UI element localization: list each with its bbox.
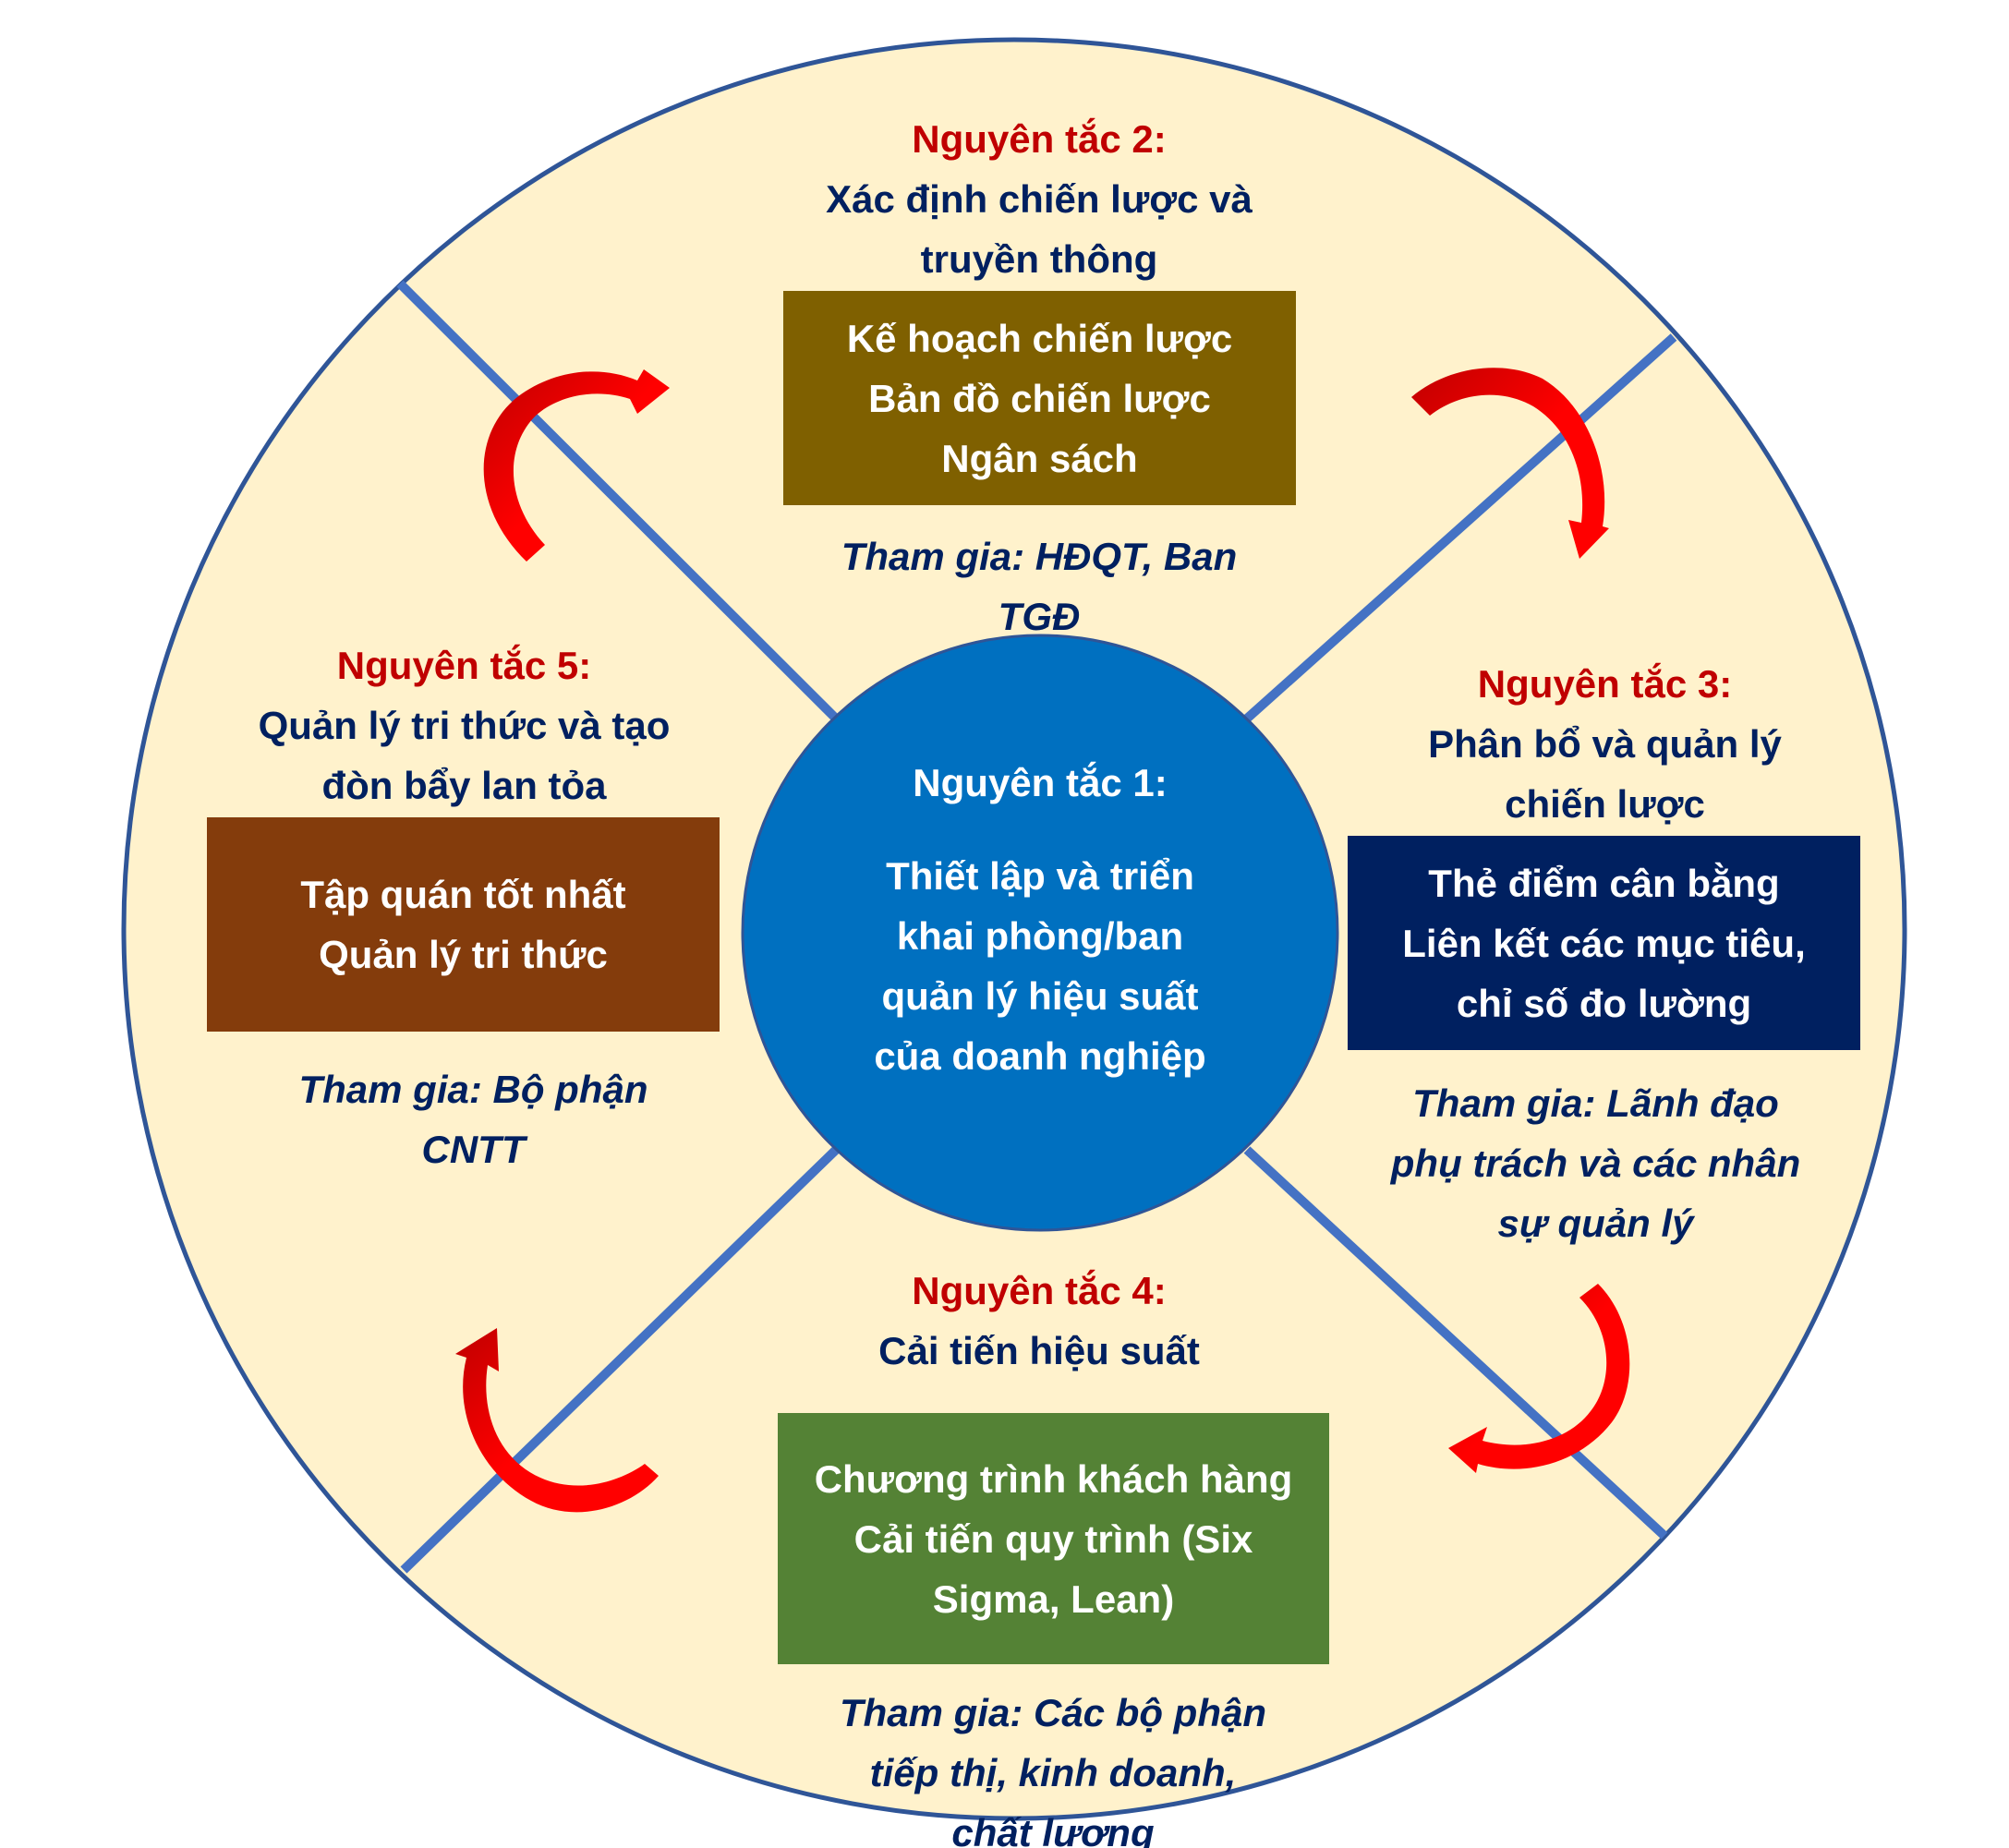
principle-5-box-line: Tập quán tốt nhất bbox=[300, 873, 626, 916]
principle-3-participants-line: Tham gia: Lãnh đạo bbox=[1412, 1081, 1779, 1125]
principle-1-line: khai phòng/ban bbox=[896, 914, 1184, 958]
principle-4-heading: Nguyên tắc 4: Cải tiến hiệu suất bbox=[767, 1261, 1312, 1381]
principle-4-title: Nguyên tắc 4: bbox=[912, 1269, 1167, 1312]
principle-4-box-line: Chương trình khách hàng bbox=[814, 1456, 1293, 1501]
curved-arrow-icon bbox=[1448, 1284, 1630, 1473]
principle-5-participants: Tham gia: Bộ phận CNTT bbox=[199, 1059, 748, 1179]
divider-top-right bbox=[1243, 333, 1677, 722]
principle-2-box-line: Ngân sách bbox=[941, 436, 1138, 480]
divider-bottom-right bbox=[1243, 1146, 1668, 1540]
curved-arrow-icon bbox=[455, 1328, 659, 1513]
box-principle-4 bbox=[778, 1413, 1329, 1664]
principle-3-title: Nguyên tắc 3: bbox=[1477, 662, 1733, 706]
principle-2-box-content: Kế hoạch chiến lược Bản đồ chiến lược Ng… bbox=[783, 291, 1296, 505]
principle-2-participants: Tham gia: HĐQT, Ban TGĐ bbox=[767, 526, 1312, 646]
principle-2-participants-line: Tham gia: HĐQT, Ban bbox=[841, 535, 1238, 578]
curved-arrow-icon bbox=[1411, 368, 1609, 559]
principle-3-participants-line: sự quản lý bbox=[1497, 1202, 1694, 1245]
box-principle-2 bbox=[783, 291, 1296, 505]
principle-5-box-content: Tập quán tốt nhất Quản lý tri thức bbox=[207, 817, 720, 1032]
principle-5-box-line: Quản lý tri thức bbox=[319, 933, 608, 976]
principle-3-participants: Tham gia: Lãnh đạo phụ trách và các nhân… bbox=[1321, 1073, 1870, 1253]
curved-arrow-icon bbox=[483, 369, 670, 562]
principle-4-box-line: Cải tiến quy trình (Six bbox=[853, 1516, 1253, 1561]
principle-2-box-line: Bản đồ chiến lược bbox=[868, 376, 1211, 420]
principle-5-subtitle-line: đòn bẩy lan tỏa bbox=[321, 764, 607, 807]
principle-5-heading: Nguyên tắc 5: Quản lý tri thức và tạo đò… bbox=[189, 635, 739, 815]
principle-1-content: Nguyên tắc 1: Thiết lập và triển khai ph… bbox=[781, 753, 1299, 1086]
principle-2-subtitle-line: Xác định chiến lược và bbox=[826, 177, 1253, 221]
principle-3-subtitle-line: chiến lược bbox=[1505, 782, 1705, 826]
principle-3-box-line: Thẻ điểm cân bằng bbox=[1428, 861, 1780, 905]
principle-4-participants-line: Tham gia: Các bộ phận bbox=[839, 1691, 1267, 1734]
principle-5-participants-line: CNTT bbox=[421, 1128, 526, 1171]
principle-4-subtitle-line: Cải tiến hiệu suất bbox=[878, 1329, 1200, 1372]
principle-4-box-line: Sigma, Lean) bbox=[932, 1576, 1175, 1621]
box-principle-5 bbox=[207, 817, 720, 1032]
principle-4-participants-line: chất lượng bbox=[951, 1811, 1155, 1848]
principle-1-line: quản lý hiệu suất bbox=[881, 974, 1199, 1018]
principle-4-participants-line: tiếp thị, kinh doanh, bbox=[869, 1751, 1237, 1794]
principle-1-line: Thiết lập và triển bbox=[886, 854, 1194, 898]
divider-bottom-left bbox=[400, 1146, 840, 1574]
principle-3-box-content: Thẻ điểm cân bằng Liên kết các mục tiêu,… bbox=[1348, 836, 1860, 1050]
center-circle bbox=[741, 634, 1339, 1232]
principle-2-title: Nguyên tắc 2: bbox=[912, 117, 1167, 161]
principle-5-participants-line: Tham gia: Bộ phận bbox=[298, 1068, 648, 1111]
divider-top-left bbox=[396, 280, 840, 722]
principle-3-box-line: chỉ số đo lường bbox=[1456, 981, 1752, 1025]
principle-4-box-content: Chương trình khách hàng Cải tiến quy trì… bbox=[778, 1413, 1329, 1664]
principle-5-subtitle-line: Quản lý tri thức và tạo bbox=[258, 704, 671, 747]
principle-2-box-line: Kế hoạch chiến lược bbox=[846, 316, 1233, 360]
principle-1-line: của doanh nghiệp bbox=[874, 1034, 1206, 1078]
principle-3-heading: Nguyên tắc 3: Phân bổ và quản lý chiến l… bbox=[1330, 654, 1880, 834]
principle-4-participants: Tham gia: Các bộ phận tiếp thị, kinh doa… bbox=[776, 1683, 1330, 1848]
box-principle-3 bbox=[1348, 836, 1860, 1050]
principle-2-heading: Nguyên tắc 2: Xác định chiến lược và tru… bbox=[767, 109, 1312, 289]
principle-2-participants-line: TGĐ bbox=[998, 595, 1081, 638]
principle-5-title: Nguyên tắc 5: bbox=[336, 644, 592, 687]
principle-3-subtitle-line: Phân bổ và quản lý bbox=[1428, 722, 1782, 766]
principle-1-title: Nguyên tắc 1: bbox=[913, 761, 1168, 804]
principle-2-subtitle-line: truyền thông bbox=[920, 237, 1158, 281]
principle-3-box-line: Liên kết các mục tiêu, bbox=[1402, 921, 1806, 965]
principle-3-participants-line: phụ trách và các nhân bbox=[1390, 1141, 1801, 1185]
